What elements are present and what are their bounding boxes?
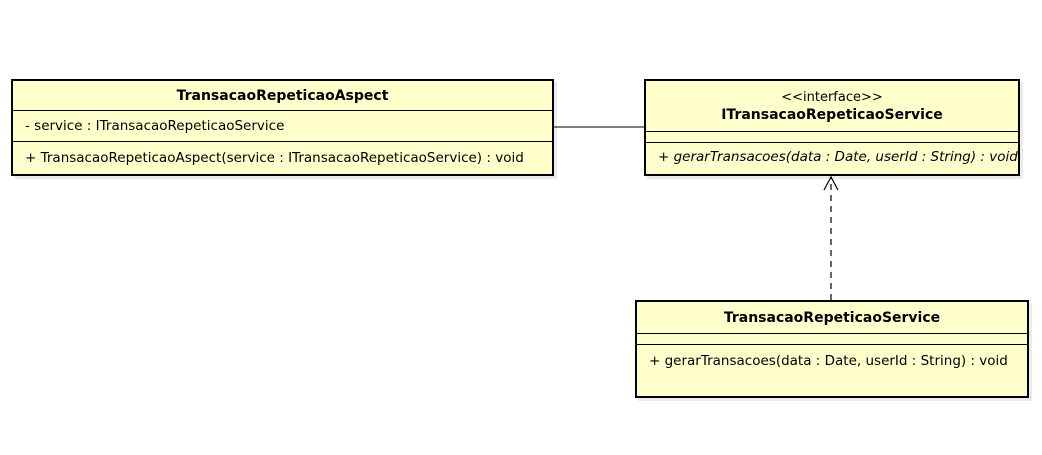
operation-gerar-transacoes[interactable]: + gerarTransacoes(data : Date, userId : … — [649, 353, 1008, 369]
class-name: TransacaoRepeticaoAspect — [176, 87, 389, 104]
realization-arrowhead-icon — [823, 175, 839, 191]
attributes-section: - service : ITransacaoRepeticaoService — [13, 111, 552, 142]
operation-gerar-transacoes[interactable]: + gerarTransacoes(data : Date, userId : … — [658, 149, 1018, 165]
operations-section: + gerarTransacoes(data : Date, userId : … — [646, 143, 1018, 174]
interface-itransacao-repeticao-service[interactable]: <<interface>> ITransacaoRepeticaoService… — [644, 79, 1020, 176]
class-header: <<interface>> ITransacaoRepeticaoService — [646, 81, 1018, 132]
attributes-section — [637, 334, 1027, 345]
operations-section: + TransacaoRepeticaoAspect(service : ITr… — [13, 142, 552, 174]
operations-section: + gerarTransacoes(data : Date, userId : … — [637, 345, 1027, 396]
attribute-service[interactable]: - service : ITransacaoRepeticaoService — [25, 118, 285, 134]
class-name: ITransacaoRepeticaoService — [721, 107, 943, 123]
class-header: TransacaoRepeticaoAspect — [13, 81, 552, 111]
class-header: TransacaoRepeticaoService — [637, 302, 1027, 334]
class-transacao-repeticao-service[interactable]: TransacaoRepeticaoService + gerarTransac… — [635, 300, 1029, 398]
class-transacao-repeticao-aspect[interactable]: TransacaoRepeticaoAspect - service : ITr… — [11, 79, 554, 176]
stereotype-label: <<interface>> — [781, 90, 883, 105]
operation-constructor[interactable]: + TransacaoRepeticaoAspect(service : ITr… — [25, 150, 524, 166]
class-name: TransacaoRepeticaoService — [723, 309, 941, 326]
attributes-section — [646, 132, 1018, 143]
